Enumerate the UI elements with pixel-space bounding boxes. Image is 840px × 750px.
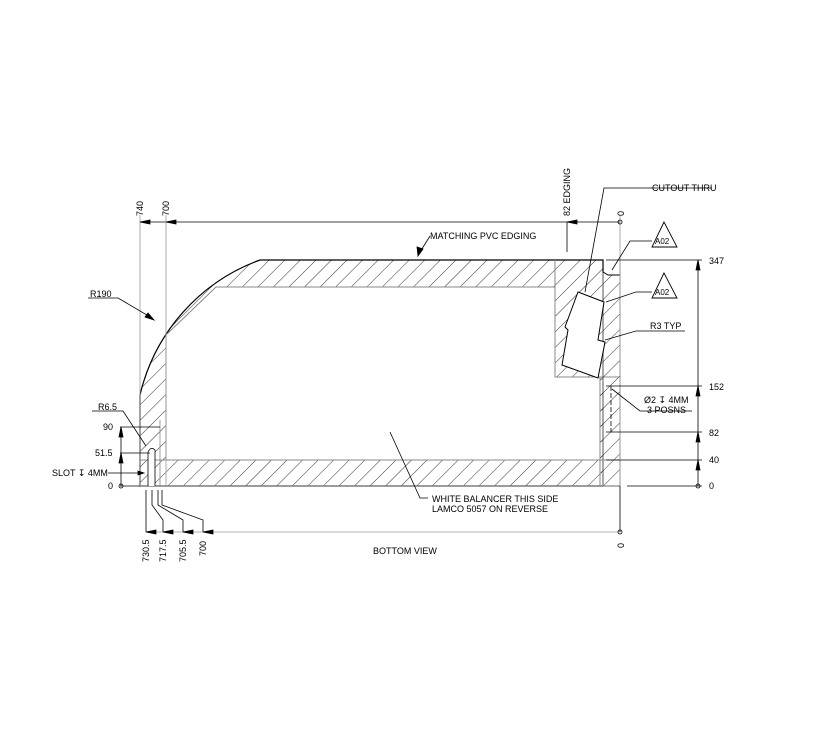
r190-note: R190 — [90, 289, 112, 299]
dim-82: 82 — [709, 428, 720, 438]
dim-152: 152 — [709, 382, 725, 392]
view-title: BOTTOM VIEW — [373, 546, 437, 556]
r3-typ-note: R3 TYP — [650, 321, 682, 331]
panel-outline — [139, 259, 621, 487]
balancer-note-line2: LAMCO 5057 ON REVERSE — [432, 504, 549, 514]
dim-0-top: 0 — [616, 210, 626, 216]
dim-717-5: 717.5 — [158, 539, 168, 562]
dim-0-bottom: 0 — [616, 542, 626, 548]
dim-700-top: 700 — [161, 200, 171, 216]
dim-0-right: 0 — [709, 481, 715, 491]
top-dimensions — [139, 215, 623, 486]
dim-82-edging: 82 EDGING — [562, 167, 572, 216]
hole-note-line2: 3 POSNS — [647, 405, 687, 415]
dim-347: 347 — [709, 256, 725, 266]
matching-pvc-edging-note: MATCHING PVC EDGING — [430, 231, 537, 241]
revision-tag-a02: A02 — [655, 237, 670, 246]
dim-51-5: 51.5 — [95, 448, 113, 458]
r6-5-note: R6.5 — [98, 402, 118, 412]
balancer-note-line1: WHITE BALANCER THIS SIDE — [432, 494, 559, 504]
leader-lines — [88, 187, 712, 499]
dim-40: 40 — [709, 455, 720, 465]
cutout-thru-note: CUTOUT THRU — [652, 183, 717, 193]
dim-90: 90 — [103, 422, 114, 432]
dim-730-5: 730.5 — [141, 539, 151, 562]
left-dimensions — [108, 426, 160, 489]
dim-700-bottom: 700 — [198, 540, 208, 556]
revision-tag-a02: A02 — [655, 288, 670, 297]
right-dimensions — [606, 259, 702, 489]
revision-tags — [651, 220, 678, 299]
hole-note-line1: Ø2 ↧ 4MM — [644, 395, 689, 405]
dim-740: 740 — [135, 200, 145, 216]
dim-0-left: 0 — [108, 481, 114, 491]
dim-705-5: 705.5 — [178, 539, 188, 562]
bottom-dimensions — [145, 486, 623, 535]
slot-note: SLOT ↧ 4MM — [52, 468, 108, 478]
